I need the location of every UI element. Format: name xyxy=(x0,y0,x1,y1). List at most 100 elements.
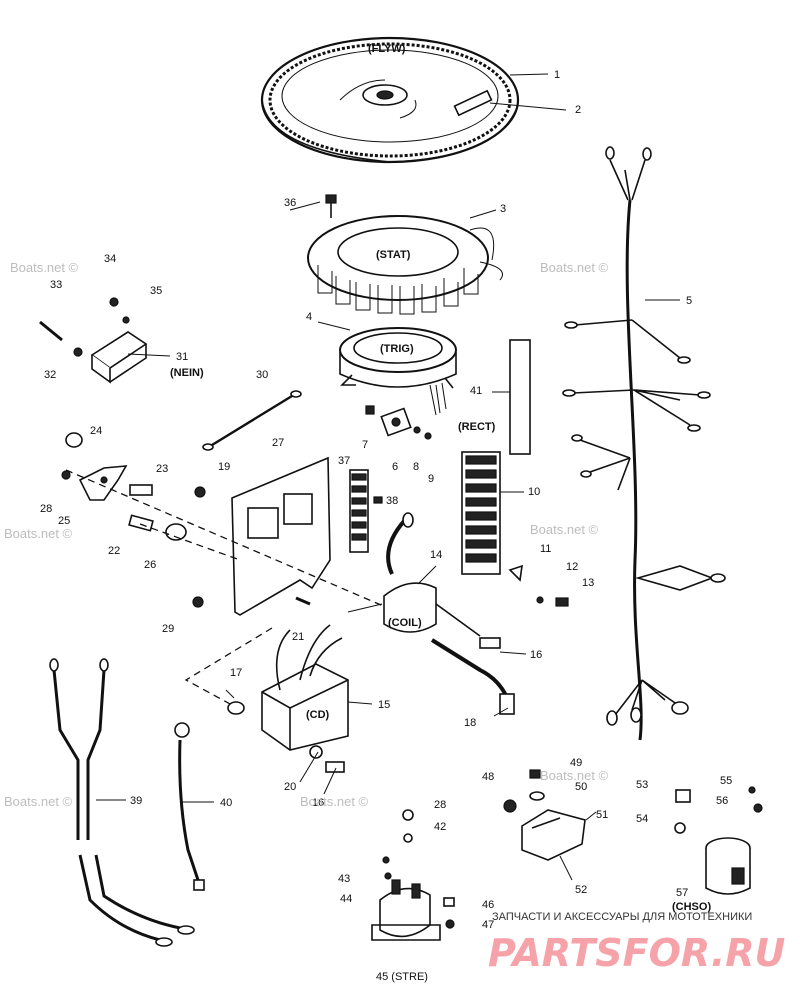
site-watermark: Boats.net © xyxy=(300,794,369,809)
callout: 10 xyxy=(528,486,540,498)
callout: 8 xyxy=(413,461,419,473)
starter-solenoid xyxy=(371,809,455,941)
callout: 19 xyxy=(218,461,230,473)
callout: 37 xyxy=(338,455,350,467)
wiring-harness xyxy=(562,146,726,741)
bracket-51 xyxy=(503,769,586,861)
callout: 26 xyxy=(144,559,156,571)
callout: 25 xyxy=(58,515,70,527)
cable-40 xyxy=(174,722,205,891)
callout: 33 xyxy=(50,279,62,291)
callout: 55 xyxy=(720,775,732,787)
leader-line xyxy=(184,627,273,706)
callout: 4 xyxy=(306,311,312,323)
coil xyxy=(383,512,515,715)
callout: 31 xyxy=(176,351,188,363)
callout: 38 xyxy=(386,495,398,507)
shop-caption: ЗАПЧАСТИ И АКСЕССУАРЫ ДЛЯ МОТОТЕХНИКИ xyxy=(492,911,752,923)
callout: 44 xyxy=(340,893,352,905)
tag-rectifier: (RECT) xyxy=(458,421,496,433)
callout: 20 xyxy=(284,781,296,793)
terminal-block-10 xyxy=(461,451,501,575)
callout: 30 xyxy=(256,369,268,381)
callout: 7 xyxy=(362,439,368,451)
callout: 3 xyxy=(500,203,506,215)
callout: 15 xyxy=(378,699,390,711)
callout: 47 xyxy=(482,919,494,931)
callout: 41 xyxy=(470,385,482,397)
callout: 11 xyxy=(540,543,551,555)
callout: 39 xyxy=(130,795,142,807)
callout-leaders xyxy=(96,73,680,881)
callout: 53 xyxy=(636,779,648,791)
callout: 24 xyxy=(90,425,102,437)
flywheel xyxy=(260,36,520,164)
choke xyxy=(674,786,763,895)
callout: 35 xyxy=(150,285,162,297)
callout: 45 (STRE) xyxy=(376,971,428,983)
tag-flywheel: (FLYW) xyxy=(368,43,406,55)
callout: 49 xyxy=(570,757,582,769)
callout: 21 xyxy=(292,631,304,643)
callout: 9 xyxy=(428,473,434,485)
cd-module xyxy=(227,624,349,773)
plate-27 xyxy=(192,456,331,616)
rectifier xyxy=(365,405,432,440)
callout-numbers: 1 2 3 4 5 6 7 8 9 10 11 12 13 14 15 16 1… xyxy=(40,69,732,983)
watermarks: Boats.net © Boats.net © Boats.net © Boat… xyxy=(4,260,786,975)
callout: 28 xyxy=(434,799,446,811)
callout: 54 xyxy=(636,813,648,825)
callout: 2 xyxy=(575,104,581,116)
callout: 17 xyxy=(230,667,242,679)
callout: 36 xyxy=(284,197,296,209)
callout: 48 xyxy=(482,771,494,783)
leader-line xyxy=(139,523,241,561)
callout: 5 xyxy=(686,295,692,307)
callout: 32 xyxy=(44,369,56,381)
cable-39 xyxy=(49,658,195,947)
callout: 42 xyxy=(434,821,446,833)
site-watermark: Boats.net © xyxy=(530,522,599,537)
wire-30 xyxy=(202,390,302,451)
bolt-36 xyxy=(325,194,337,218)
tag-choke: (CHSO) xyxy=(672,901,711,913)
site-watermark: Boats.net © xyxy=(540,260,609,275)
callout: 46 xyxy=(482,899,494,911)
callout: 22 xyxy=(108,545,120,557)
callout: 6 xyxy=(392,461,398,473)
tag-trigger: (TRIG) xyxy=(380,343,414,355)
callout: 50 xyxy=(575,781,587,793)
leader-line xyxy=(65,469,431,627)
parts-11-13 xyxy=(508,564,569,607)
part-41 xyxy=(509,339,531,455)
callout: 16 xyxy=(530,649,542,661)
callout: 23 xyxy=(156,463,168,475)
callout: 16 xyxy=(312,797,324,809)
callout: 29 xyxy=(162,623,174,635)
callout: 27 xyxy=(272,437,284,449)
tag-nein: (NEIN) xyxy=(170,367,204,379)
callout: 34 xyxy=(104,253,116,265)
component-tags: (FLYW) (STAT) (TRIG) (RECT) (COIL) (CD) … xyxy=(170,43,711,913)
bracket-25 xyxy=(61,432,187,541)
callout: 52 xyxy=(575,884,587,896)
site-watermark: Boats.net © xyxy=(10,260,79,275)
callout: 14 xyxy=(430,549,442,561)
trigger xyxy=(339,327,457,416)
nein-module xyxy=(39,297,148,384)
callout: 13 xyxy=(582,577,594,589)
terminal-block-37 xyxy=(349,469,383,553)
callout: 40 xyxy=(220,797,232,809)
tag-cd-module: (CD) xyxy=(306,709,330,721)
callout: 18 xyxy=(464,717,476,729)
tag-coil: (COIL) xyxy=(388,617,422,629)
callout: 57 xyxy=(676,887,688,899)
callout: 43 xyxy=(338,873,350,885)
callout: 12 xyxy=(566,561,578,573)
site-watermark: Boats.net © xyxy=(540,768,609,783)
callout: 28 xyxy=(40,503,52,515)
callout: 51 xyxy=(596,809,608,821)
stator xyxy=(307,215,503,315)
